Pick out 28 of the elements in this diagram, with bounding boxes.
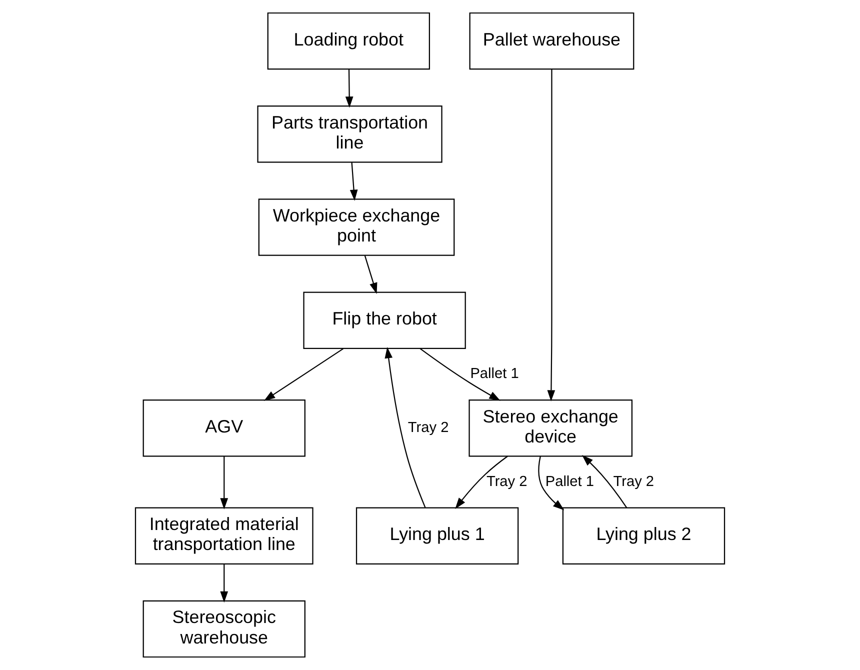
node-box: Lying plus 2	[562, 507, 726, 564]
edge-label: Tray 2	[486, 474, 528, 490]
arrow	[220, 564, 228, 603]
edge-label: Tray 2	[408, 420, 449, 436]
node-box: AGV	[142, 400, 306, 457]
edge-label: Pallet 1	[545, 474, 594, 490]
arrow	[384, 347, 426, 508]
node-box: Flip the robot	[303, 292, 466, 350]
arrow	[345, 69, 354, 108]
node-box: Workpiece exchange point	[258, 198, 455, 256]
arrow	[364, 256, 378, 294]
arrow	[264, 348, 344, 401]
node-box: Pallet warehouse	[469, 12, 634, 70]
arrow	[547, 69, 556, 402]
node-box: Loading robot	[267, 12, 430, 70]
arrow	[350, 162, 358, 201]
node-box: Stereoscopic warehouse	[142, 600, 306, 658]
node-box: Integrated material transportation line	[134, 507, 314, 564]
node-box: Lying plus 1	[356, 507, 519, 564]
edge-label: Tray 2	[613, 474, 654, 490]
arrow	[420, 348, 500, 401]
node-box: Parts transportation line	[257, 106, 442, 163]
edge-label: Pallet 1	[470, 366, 519, 382]
arrow	[538, 456, 564, 510]
arrow	[220, 456, 228, 510]
arrow	[582, 455, 628, 508]
arrow	[455, 456, 508, 509]
node-box: Stereo exchange device	[468, 400, 632, 457]
